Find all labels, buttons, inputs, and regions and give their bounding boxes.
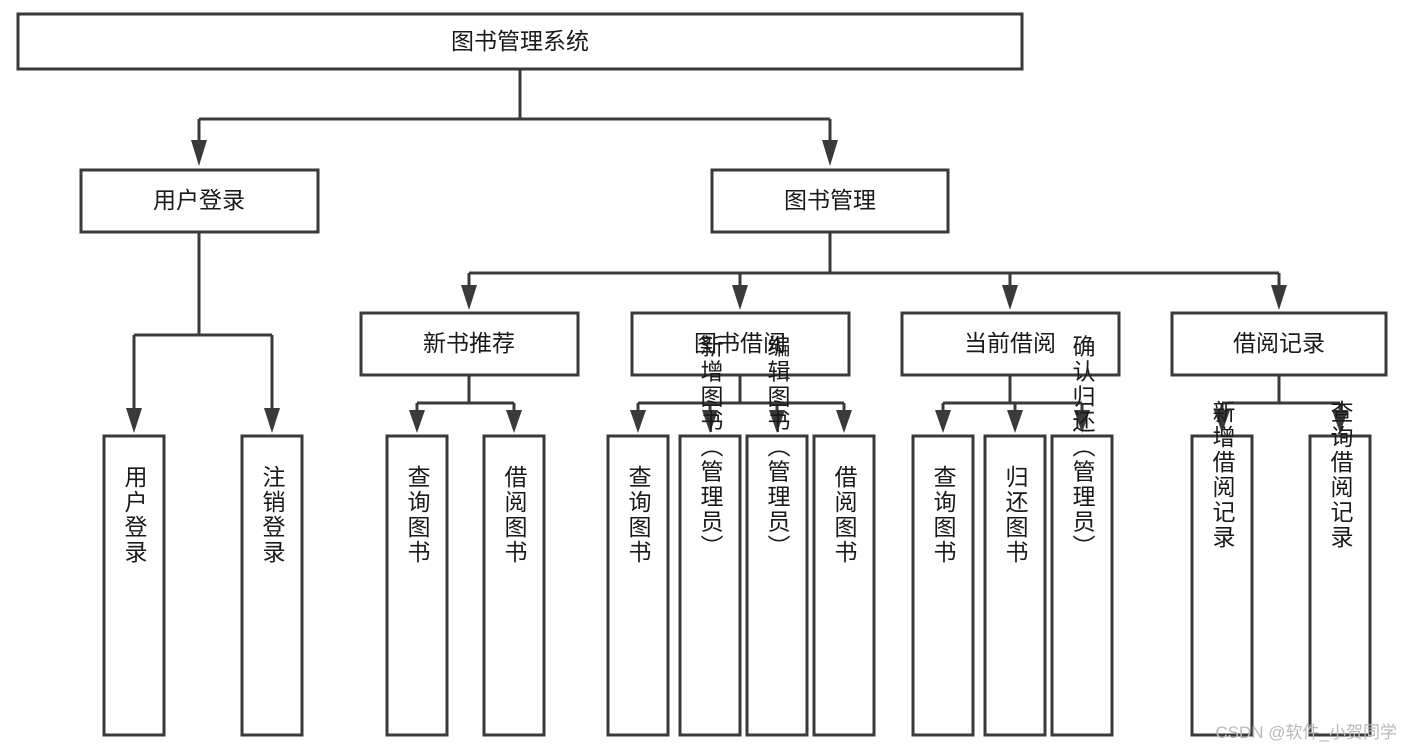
node-root-label: 图书管理系统: [451, 28, 589, 54]
node-leaf-edit-book-admin-label: 编辑图书（管理员）: [764, 335, 791, 560]
node-leaf-query-book-recommend-box[interactable]: [385, 434, 449, 737]
arrow-head-leaf-borrow-book: [836, 410, 852, 433]
node-leaf-borrow-book[interactable]: 借阅图书: [812, 434, 876, 737]
arrow-head-leaf-user-login: [126, 408, 142, 433]
arrow-head-leaf-query-book-borrow: [630, 410, 646, 433]
node-leaf-borrow-book-recommend-label: 借阅图书: [501, 465, 528, 565]
node-leaf-confirm-return-admin-box[interactable]: [1050, 434, 1114, 737]
node-leaf-logout[interactable]: 注销登录: [240, 434, 304, 737]
node-leaf-return-book-label: 归还图书: [1002, 465, 1029, 565]
node-user-login-box[interactable]: [79, 168, 320, 234]
arrow-head-book-borrow: [732, 285, 748, 310]
node-leaf-query-book-recommend[interactable]: 查询图书: [385, 434, 449, 737]
connector-group-borrow-record: [1214, 375, 1348, 433]
node-new-book-recommend-label: 新书推荐: [423, 330, 515, 356]
arrow-head-leaf-return-book: [1007, 410, 1023, 433]
arrow-head-leaf-query-borrow-record: [1332, 410, 1348, 433]
arrow-head-leaf-query-book-recommend: [409, 410, 425, 433]
node-book-borrow-box[interactable]: [630, 311, 851, 377]
node-book-manage-label: 图书管理: [784, 187, 876, 213]
arrow-head-borrow-record: [1271, 285, 1287, 310]
arrow-head-leaf-edit-book-admin: [769, 410, 785, 433]
arrow-head-leaf-add-borrow-record: [1214, 410, 1230, 433]
node-book-borrow-label: 图书借阅: [694, 330, 786, 356]
node-leaf-add-book-admin-label: 新增图书（管理员）: [697, 335, 724, 560]
node-leaf-return-book[interactable]: 归还图书: [983, 434, 1047, 737]
node-current-borrow-box[interactable]: [900, 311, 1121, 377]
arrow-head-book-manage: [822, 140, 838, 166]
node-leaf-query-book-current-label: 查询图书: [930, 465, 957, 565]
arrow-head-new-book-recommend: [461, 285, 477, 310]
node-leaf-query-book-current-box[interactable]: [911, 434, 975, 737]
node-leaf-add-book-admin[interactable]: 新增图书（管理员）: [678, 335, 742, 737]
node-new-book-recommend[interactable]: 新书推荐: [359, 311, 580, 377]
node-leaf-query-book-current[interactable]: 查询图书: [911, 434, 975, 737]
arrow-head-current-borrow: [1002, 285, 1018, 310]
node-leaf-query-book-borrow-label: 查询图书: [625, 465, 652, 565]
node-leaf-add-book-admin-box[interactable]: [678, 434, 742, 737]
node-leaf-edit-book-admin-box[interactable]: [745, 434, 809, 737]
node-leaf-query-borrow-record-box[interactable]: [1308, 434, 1372, 737]
arrow-head-leaf-logout: [264, 408, 280, 433]
node-current-borrow[interactable]: 当前借阅: [900, 311, 1121, 377]
arrow-head-leaf-add-book-admin: [702, 410, 718, 433]
node-leaf-logout-box[interactable]: [240, 434, 304, 737]
node-root[interactable]: 图书管理系统: [16, 12, 1024, 71]
node-leaf-confirm-return-admin[interactable]: 确认归还（管理员）: [1050, 335, 1114, 737]
watermark-label: CSDN @软件_小贺同学: [1215, 723, 1397, 742]
node-user-login-label: 用户登录: [153, 187, 245, 213]
node-book-manage[interactable]: 图书管理: [710, 168, 950, 234]
connector-group-current-borrow: [935, 375, 1090, 433]
arrow-head-leaf-query-book-current: [935, 410, 951, 433]
node-leaf-add-borrow-record-label: 新增借阅记录: [1209, 400, 1236, 550]
connector-group-book-manage: [461, 232, 1287, 310]
node-leaf-query-book-borrow[interactable]: 查询图书: [606, 434, 670, 737]
node-borrow-record-label: 借阅记录: [1233, 330, 1325, 356]
node-borrow-record-box[interactable]: [1170, 311, 1388, 377]
node-leaf-query-book-recommend-label: 查询图书: [404, 465, 431, 565]
node-leaf-add-borrow-record[interactable]: 新增借阅记录: [1190, 400, 1254, 737]
node-leaf-query-borrow-record-label: 查询借阅记录: [1327, 400, 1354, 550]
node-leaf-user-login-box[interactable]: [102, 434, 166, 737]
node-leaf-query-book-borrow-box[interactable]: [606, 434, 670, 737]
node-user-login[interactable]: 用户登录: [79, 168, 320, 234]
node-leaf-add-borrow-record-box[interactable]: [1190, 434, 1254, 737]
node-leaf-query-borrow-record[interactable]: 查询借阅记录: [1308, 400, 1372, 737]
arrow-head-user-login: [191, 140, 207, 166]
node-root-box[interactable]: [16, 12, 1024, 71]
node-leaf-borrow-book-recommend[interactable]: 借阅图书: [482, 434, 546, 737]
node-leaf-logout-label: 注销登录: [259, 465, 286, 565]
connector-group-new-book-recommend: [409, 375, 522, 433]
node-leaf-user-login-label: 用户登录: [121, 465, 148, 565]
node-leaf-user-login[interactable]: 用户登录: [102, 434, 166, 737]
node-new-book-recommend-box[interactable]: [359, 311, 580, 377]
arrow-head-leaf-borrow-book-recommend: [506, 410, 522, 433]
node-book-borrow[interactable]: 图书借阅: [630, 311, 851, 377]
node-leaf-confirm-return-admin-label: 确认归还（管理员）: [1069, 335, 1096, 560]
node-leaf-return-book-box[interactable]: [983, 434, 1047, 737]
connector-group-user-login: [126, 232, 280, 433]
arrow-head-leaf-confirm-return-admin: [1074, 410, 1090, 433]
node-current-borrow-label: 当前借阅: [964, 330, 1056, 356]
node-leaf-borrow-book-label: 借阅图书: [831, 465, 858, 565]
node-borrow-record[interactable]: 借阅记录: [1170, 311, 1388, 377]
connector-group-book-borrow: [630, 375, 852, 433]
node-book-manage-box[interactable]: [710, 168, 950, 234]
node-leaf-borrow-book-box[interactable]: [812, 434, 876, 737]
node-leaf-edit-book-admin[interactable]: 编辑图书（管理员）: [745, 335, 809, 737]
connector-group-root: [191, 69, 838, 166]
node-leaf-borrow-book-recommend-box[interactable]: [482, 434, 546, 737]
